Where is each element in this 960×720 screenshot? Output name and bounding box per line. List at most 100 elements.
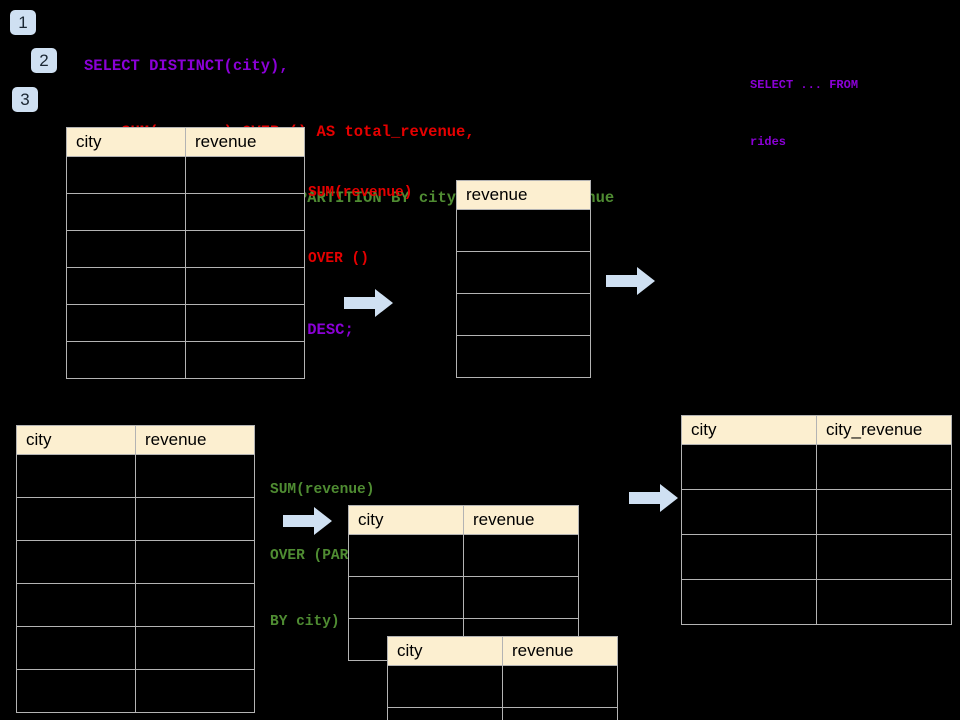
table-cell-revenue	[463, 534, 579, 577]
table-row	[16, 669, 255, 713]
column-header-revenue: revenue	[456, 180, 591, 210]
table-cell-city	[681, 444, 817, 490]
table-cell-city-revenue	[816, 444, 952, 490]
sql-line-select: SELECT DISTINCT(city),	[84, 57, 289, 75]
table-cell-city	[66, 267, 186, 305]
annotation-sum-over-empty: SUM(revenue) OVER ()	[308, 138, 412, 314]
source-table-top: city revenue	[66, 127, 305, 379]
table-cell-revenue	[185, 304, 305, 342]
annotation-sum-over-empty-line-2: OVER ()	[308, 251, 369, 267]
table-cell-revenue	[502, 665, 618, 708]
column-header-revenue: revenue	[502, 636, 618, 666]
table-cell-city	[16, 497, 136, 541]
arrow-source-to-total	[344, 289, 393, 317]
table-cell-city	[348, 576, 464, 619]
table-row	[681, 444, 952, 490]
result-table: city city_revenue	[681, 415, 952, 625]
table-cell-revenue	[456, 293, 591, 336]
table-cell-revenue	[456, 335, 591, 378]
table-cell-revenue	[185, 341, 305, 379]
arrow-source-to-partition	[283, 507, 332, 535]
arrow-total-to-result	[606, 267, 655, 295]
table-cell-revenue	[185, 230, 305, 268]
table-cell-city	[16, 669, 136, 713]
table-cell-city	[681, 579, 817, 625]
table-header-row: city city_revenue	[681, 415, 952, 445]
table-row	[66, 193, 305, 231]
table-cell-revenue	[185, 267, 305, 305]
step-badge-2: 2	[31, 48, 57, 73]
arrow-partition-to-result	[629, 484, 678, 512]
table-row	[16, 497, 255, 541]
table-row	[348, 576, 579, 619]
table-cell-revenue	[135, 540, 255, 584]
table-cell-revenue	[502, 707, 618, 720]
column-header-city: city	[16, 425, 136, 455]
annotation-sum-over-empty-line-1: SUM(revenue)	[308, 185, 413, 201]
side-note-select-from: SELECT ... FROM rides	[750, 38, 858, 190]
side-note-line-1: SELECT ... FROM	[750, 78, 859, 92]
column-header-revenue: revenue	[135, 425, 255, 455]
step-badge-3: 3	[12, 87, 38, 112]
table-header-row: city revenue	[348, 505, 579, 535]
annotation-sum-over-partition-line-3: BY city)	[270, 614, 340, 630]
column-header-city: city	[387, 636, 503, 666]
table-cell-revenue	[135, 454, 255, 498]
table-row	[66, 230, 305, 268]
table-row	[16, 454, 255, 498]
table-cell-city	[387, 707, 503, 720]
table-row	[456, 335, 591, 378]
table-cell-revenue	[185, 193, 305, 231]
table-cell-revenue	[463, 576, 579, 619]
table-row	[66, 304, 305, 342]
table-row	[66, 267, 305, 305]
table-cell-city	[681, 489, 817, 535]
table-row	[456, 209, 591, 252]
table-cell-city-revenue	[816, 489, 952, 535]
table-cell-revenue	[185, 156, 305, 194]
table-row	[681, 534, 952, 580]
table-row	[387, 665, 618, 708]
partition-table-front: city revenue	[387, 636, 618, 720]
table-cell-city	[16, 454, 136, 498]
table-row	[681, 579, 952, 625]
table-cell-revenue	[456, 209, 591, 252]
table-cell-city	[66, 230, 186, 268]
table-cell-revenue	[135, 497, 255, 541]
column-header-city: city	[348, 505, 464, 535]
table-row	[66, 341, 305, 379]
step-badge-1: 1	[10, 10, 36, 35]
table-row	[16, 626, 255, 670]
table-cell-city-revenue	[816, 534, 952, 580]
annotation-sum-over-partition-line-1: SUM(revenue)	[270, 482, 375, 498]
table-cell-city	[66, 193, 186, 231]
column-header-city: city	[66, 127, 186, 157]
table-header-row: city revenue	[66, 127, 305, 157]
column-header-city-revenue: city_revenue	[816, 415, 952, 445]
table-cell-revenue	[135, 583, 255, 627]
table-header-row: city revenue	[387, 636, 618, 666]
total-revenue-table: revenue	[456, 180, 591, 378]
table-cell-revenue	[135, 626, 255, 670]
table-cell-city	[16, 540, 136, 584]
table-row	[16, 583, 255, 627]
column-header-revenue: revenue	[185, 127, 305, 157]
side-note-line-2: rides	[750, 135, 787, 149]
table-cell-city	[16, 626, 136, 670]
table-row	[681, 489, 952, 535]
table-cell-city	[16, 583, 136, 627]
table-cell-revenue	[456, 251, 591, 294]
annotation-sum-over-partition: SUM(revenue) OVER (PARTITION BY city)	[270, 435, 401, 677]
table-cell-city	[66, 304, 186, 342]
table-row	[456, 293, 591, 336]
table-header-row: revenue	[456, 180, 591, 210]
table-cell-city	[348, 534, 464, 577]
table-row	[456, 251, 591, 294]
table-cell-city	[387, 665, 503, 708]
table-cell-city	[66, 341, 186, 379]
column-header-city: city	[681, 415, 817, 445]
table-cell-revenue	[135, 669, 255, 713]
table-header-row: city revenue	[16, 425, 255, 455]
source-table-bottom: city revenue	[16, 425, 255, 713]
